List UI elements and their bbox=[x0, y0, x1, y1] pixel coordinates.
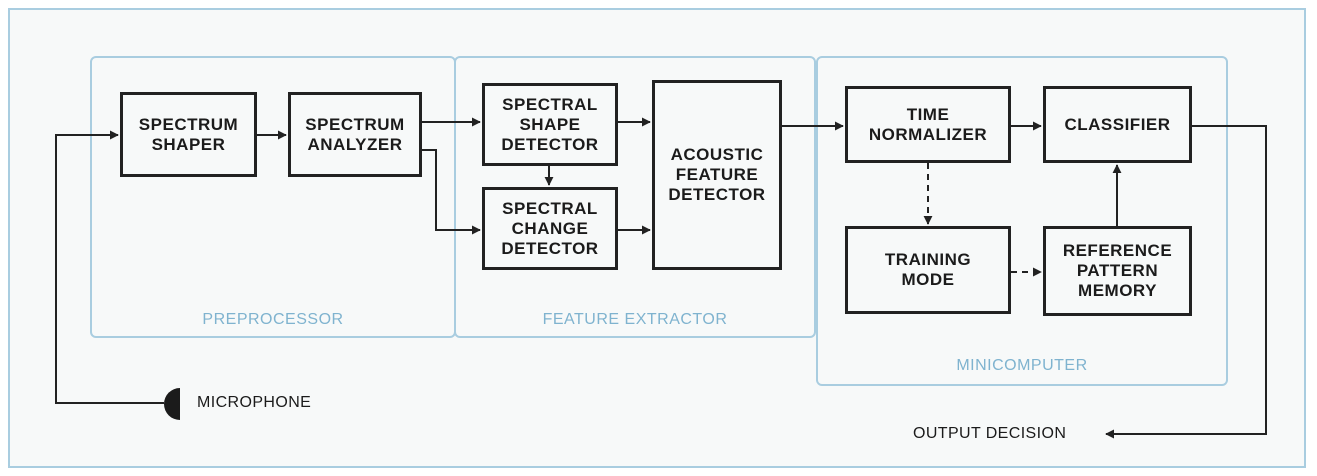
acoustic-feature-detector-block: ACOUSTIC FEATURE DETECTOR bbox=[652, 80, 782, 270]
microphone-label: MICROPHONE bbox=[197, 394, 312, 411]
spectral-change-detector-block: SPECTRAL CHANGE DETECTOR bbox=[482, 187, 618, 270]
reference-pattern-memory-block: REFERENCE PATTERN MEMORY bbox=[1043, 226, 1192, 316]
classifier-to-output-line bbox=[1105, 125, 1267, 439]
time-normalizer-block: TIME NORMALIZER bbox=[845, 86, 1011, 163]
microphone-to-shaper-line bbox=[55, 130, 164, 404]
output-decision-label: OUTPUT DECISION bbox=[913, 425, 1067, 442]
feature-extractor-group bbox=[454, 56, 816, 338]
spectrum-analyzer-block: SPECTRUM ANALYZER bbox=[288, 92, 422, 177]
minicomputer-group bbox=[816, 56, 1228, 386]
minicomputer-label: MINICOMPUTER bbox=[956, 357, 1088, 374]
preprocessor-label: PREPROCESSOR bbox=[202, 311, 344, 328]
analyzer-to-change-arrow bbox=[422, 149, 481, 235]
classifier-block: CLASSIFIER bbox=[1043, 86, 1192, 163]
spectrum-shaper-block: SPECTRUM SHAPER bbox=[120, 92, 257, 177]
spectral-shape-detector-block: SPECTRAL SHAPE DETECTOR bbox=[482, 83, 618, 166]
feature-extractor-label: FEATURE EXTRACTOR bbox=[542, 311, 728, 328]
training-mode-block: TRAINING MODE bbox=[845, 226, 1011, 314]
microphone-icon bbox=[164, 388, 180, 420]
